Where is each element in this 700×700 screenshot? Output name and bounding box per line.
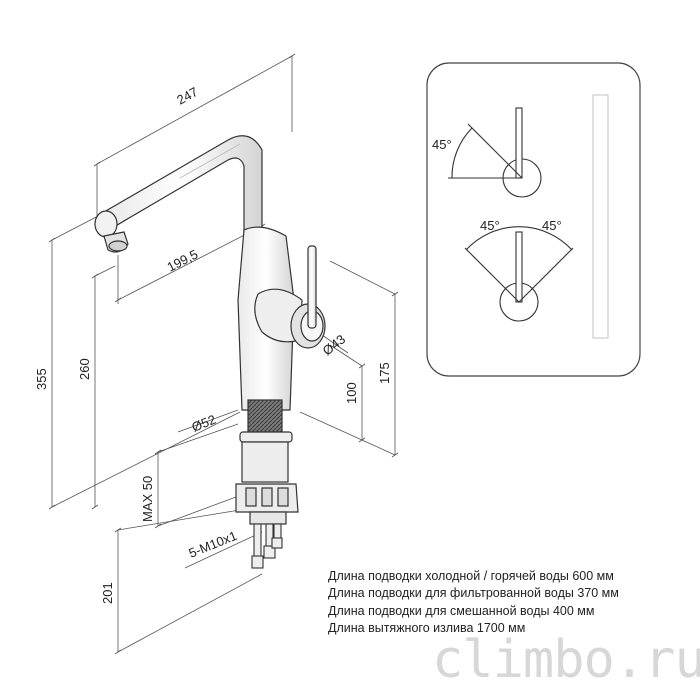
faucet-threaded-shank [247,399,283,435]
dim-handle-height: 175 [377,362,392,384]
note-line: Длина подводки холодной / горячей воды 6… [328,569,614,583]
angle-left-label: 45° [480,218,500,233]
angle-right-label: 45° [542,218,562,233]
faucet-mounting-nut [235,431,299,525]
faucet-aerator [94,210,129,253]
angle-single-label: 45° [432,137,452,152]
double-lever-diagram [464,226,574,322]
note-line: Длина вытяжного излива 1700 мм [328,620,526,635]
dim-total-height: 355 [34,368,49,390]
dim-base-diameter: Ø52 [190,412,218,435]
faucet-supply-hoses [251,523,283,569]
dim-max-countertop: MAX 50 [140,476,155,522]
handle-rotation-panel: 45° 45° 45° [426,62,641,377]
dim-hose-thread: 5-M10x1 [187,528,240,561]
dim-top-length: 247 [174,84,200,108]
dim-spout-reach: 199,5 [165,247,201,275]
installation-notes: Длина подводки холодной / горячей воды 6… [328,568,688,637]
dim-body-height: 100 [344,382,359,404]
note-line: Длина подводки для фильтрованной воды 37… [328,586,619,601]
dimension-ticks [48,53,399,655]
dim-spout-height: 260 [77,358,92,380]
watermark: climbo.ru [432,630,700,690]
note-line: Длина подводки для смешанной воды 400 мм [328,603,595,618]
single-lever-diagram [448,107,542,198]
faucet-spout-tube [103,135,263,241]
faucet-handle [290,245,326,349]
dim-hose-length: 201 [100,582,115,604]
faucet-body [237,226,303,411]
